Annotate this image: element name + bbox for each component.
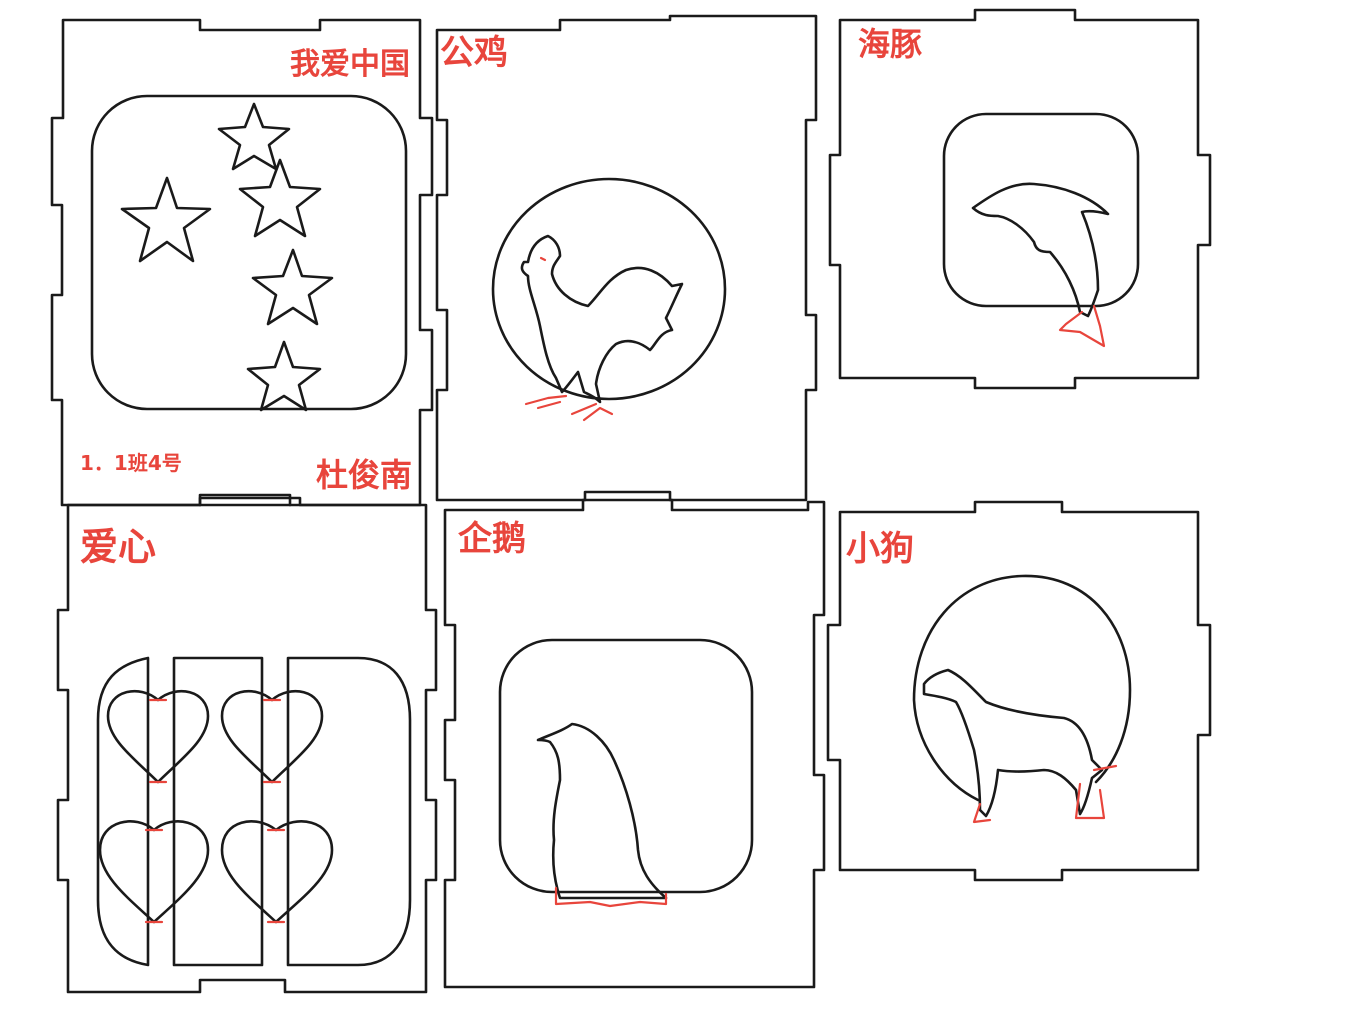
rooster-comb-dot bbox=[539, 256, 547, 262]
panel-title-dog: 小狗 bbox=[846, 529, 914, 569]
heart-bottom-left bbox=[98, 820, 210, 924]
panel-outline bbox=[828, 8, 1212, 390]
panel-dog: 小狗 bbox=[826, 500, 1212, 882]
window-frame bbox=[491, 177, 727, 401]
class-label: 1．1班4号 bbox=[80, 451, 182, 475]
panel-outline bbox=[56, 503, 438, 994]
panel-outline bbox=[50, 18, 434, 507]
star-small-3 bbox=[251, 248, 334, 326]
window-frame bbox=[942, 112, 1140, 308]
tab-slot bbox=[198, 493, 292, 507]
window-frame-left bbox=[96, 656, 150, 967]
penguin-feet bbox=[554, 886, 668, 908]
star-large bbox=[120, 176, 212, 263]
window-frame bbox=[90, 94, 408, 411]
panel-rooster: 公鸡 bbox=[435, 14, 818, 502]
panel-outline bbox=[443, 498, 826, 989]
window-frame bbox=[912, 574, 1132, 802]
panel-dolphin: 海豚 bbox=[828, 8, 1212, 390]
panel-title-dolphin: 海豚 bbox=[858, 25, 922, 63]
panel-title-hearts: 爱心 bbox=[80, 525, 156, 569]
star-small-4 bbox=[246, 340, 322, 412]
window-frame-middle bbox=[172, 656, 264, 967]
panel-penguin: 企鹅 bbox=[443, 498, 826, 989]
panel-china: 我爱中国 杜俊南 1．1班4号 bbox=[50, 18, 434, 507]
star-small-2 bbox=[238, 158, 322, 238]
panel-outline bbox=[826, 500, 1212, 882]
panel-title-rooster: 公鸡 bbox=[440, 33, 508, 73]
heart-top-right bbox=[220, 689, 324, 784]
dog-silhouette bbox=[922, 668, 1104, 818]
panel-outline bbox=[435, 14, 818, 502]
author-label: 杜俊南 bbox=[316, 456, 412, 494]
panel-title-penguin: 企鹅 bbox=[458, 519, 526, 559]
panel-title-china: 我爱中国 bbox=[290, 47, 410, 82]
penguin-silhouette bbox=[536, 722, 668, 900]
rooster-silhouette bbox=[520, 234, 684, 404]
heart-connectors bbox=[144, 698, 286, 924]
star-small-1 bbox=[217, 102, 291, 171]
panel-hearts: 爱心 bbox=[56, 503, 438, 994]
heart-top-left bbox=[106, 689, 210, 784]
window-frame bbox=[498, 638, 754, 894]
dolphin-silhouette bbox=[971, 182, 1110, 318]
heart-bottom-right bbox=[220, 820, 334, 924]
dog-feet bbox=[972, 764, 1118, 824]
window-frame-right bbox=[286, 656, 412, 967]
dolphin-tail bbox=[1058, 304, 1106, 348]
rooster-feet bbox=[524, 394, 614, 422]
